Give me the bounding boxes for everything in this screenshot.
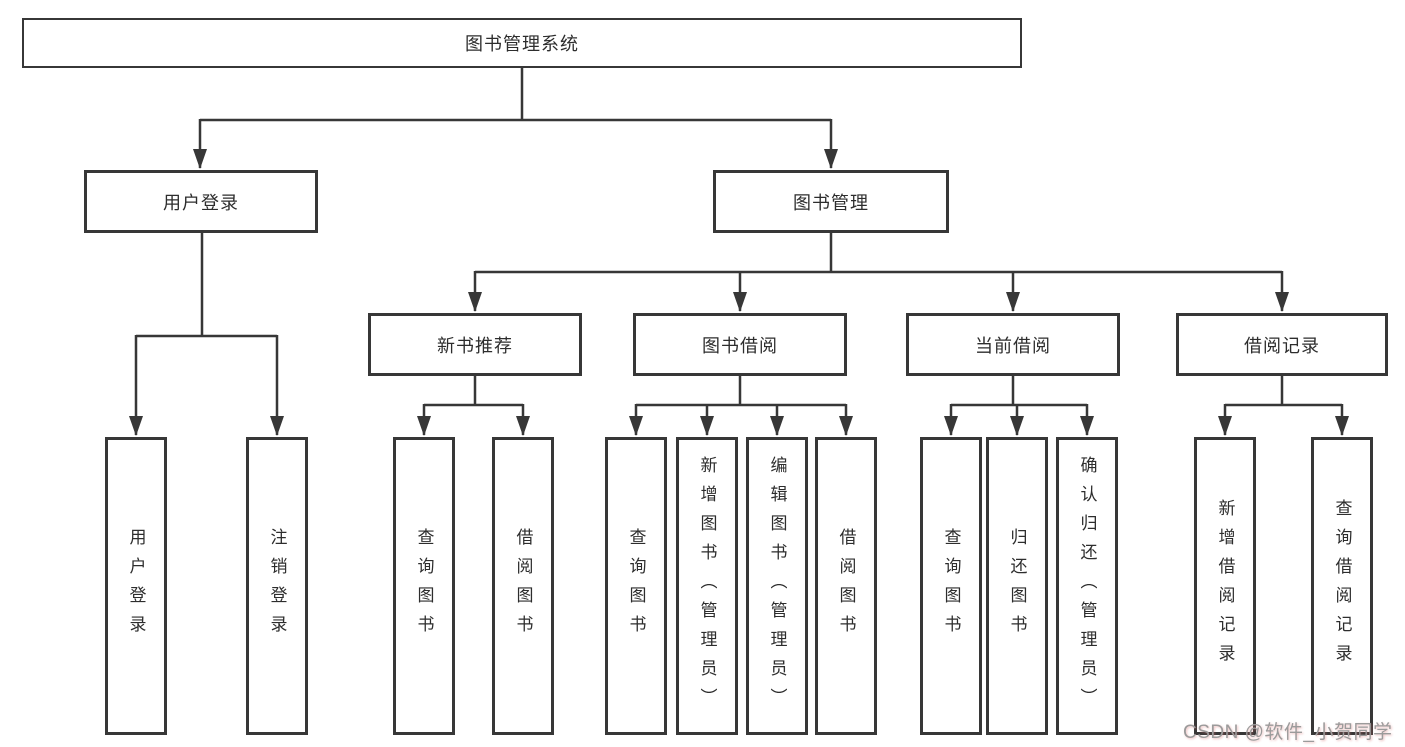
leaf-add-borrow-record: 新增借阅记录 bbox=[1194, 437, 1256, 735]
node-label: 新书推荐 bbox=[437, 335, 513, 356]
node-label: 图书管理 bbox=[793, 192, 869, 213]
leaf-query-books-borrow: 查询图书 bbox=[605, 437, 667, 735]
connector-root-trunk bbox=[200, 68, 831, 122]
csdn-watermark: CSDN @软件_小贺同学 bbox=[1183, 722, 1393, 743]
leaf-return-books: 归还图书 bbox=[986, 437, 1048, 735]
leaf-query-borrow-record: 查询借阅记录 bbox=[1311, 437, 1373, 735]
node-book-management: 图书管理 bbox=[713, 170, 949, 233]
leaf-edit-books-admin: 编辑图书（管理员） bbox=[746, 437, 808, 735]
connector-user-login-trunk bbox=[136, 233, 277, 338]
node-book-borrow: 图书借阅 bbox=[633, 313, 847, 376]
leaf-user-login: 用户登录 bbox=[105, 437, 167, 735]
leaf-add-books-admin: 新增图书（管理员） bbox=[676, 437, 738, 735]
leaf-label: 查询借阅记录 bbox=[1332, 499, 1352, 673]
leaf-label: 新增借阅记录 bbox=[1215, 499, 1235, 673]
leaf-label: 新增图书（管理员） bbox=[697, 455, 717, 717]
leaf-query-books-recommend: 查询图书 bbox=[393, 437, 455, 735]
leaf-borrow-books: 借阅图书 bbox=[815, 437, 877, 735]
leaf-label: 用户登录 bbox=[126, 528, 146, 644]
node-label: 图书借阅 bbox=[702, 335, 778, 356]
node-label: 借阅记录 bbox=[1244, 335, 1320, 356]
node-label: 当前借阅 bbox=[975, 335, 1051, 356]
node-label: 图书管理系统 bbox=[465, 34, 579, 54]
node-current-borrow: 当前借阅 bbox=[906, 313, 1120, 376]
leaf-label: 借阅图书 bbox=[836, 528, 856, 644]
leaf-logout: 注销登录 bbox=[246, 437, 308, 735]
leaf-confirm-return-admin: 确认归还（管理员） bbox=[1056, 437, 1118, 735]
connector-new-book-recommend-trunk bbox=[424, 376, 523, 407]
node-library-management-system: 图书管理系统 bbox=[22, 18, 1022, 68]
leaf-label: 确认归还（管理员） bbox=[1077, 455, 1097, 717]
leaf-label: 借阅图书 bbox=[513, 528, 533, 644]
leaf-borrow-books-recommend: 借阅图书 bbox=[492, 437, 554, 735]
connector-book-management-trunk bbox=[475, 233, 1282, 274]
connector-borrow-records-trunk bbox=[1225, 376, 1342, 407]
node-user-login: 用户登录 bbox=[84, 170, 318, 233]
node-borrow-records: 借阅记录 bbox=[1176, 313, 1388, 376]
leaf-label: 查询图书 bbox=[414, 528, 434, 644]
leaf-query-books-current: 查询图书 bbox=[920, 437, 982, 735]
leaf-label: 归还图书 bbox=[1007, 528, 1027, 644]
leaf-label: 注销登录 bbox=[267, 528, 287, 644]
node-label: 用户登录 bbox=[163, 192, 239, 213]
leaf-label: 查询图书 bbox=[626, 528, 646, 644]
leaf-label: 查询图书 bbox=[941, 528, 961, 644]
node-new-book-recommend: 新书推荐 bbox=[368, 313, 582, 376]
connector-current-borrow-trunk bbox=[951, 376, 1087, 407]
connector-book-borrow-trunk bbox=[636, 376, 846, 407]
leaf-label: 编辑图书（管理员） bbox=[767, 455, 787, 717]
